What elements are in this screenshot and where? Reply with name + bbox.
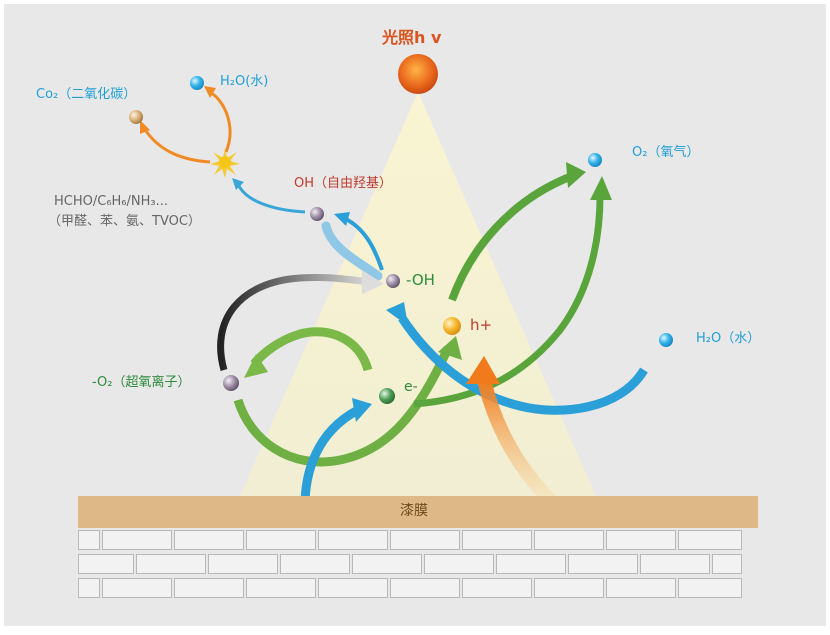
arrow-head bbox=[566, 162, 586, 188]
arrow-head bbox=[386, 302, 408, 326]
brick-row bbox=[78, 530, 758, 552]
light-cone bbox=[240, 92, 596, 496]
arrow-head bbox=[232, 178, 244, 190]
arrow-superoxide-to-oh bbox=[217, 273, 373, 371]
arrow-green-to-hplus bbox=[233, 346, 453, 467]
brick-row bbox=[78, 554, 758, 576]
arrow-head bbox=[334, 212, 350, 226]
arrow-head bbox=[466, 356, 500, 384]
superoxide-label: -O₂（超氧离子） bbox=[92, 375, 191, 390]
arrow-electron-to-o2 bbox=[413, 195, 604, 408]
oh-radical-dot bbox=[310, 207, 324, 221]
hole-label: h+ bbox=[470, 316, 493, 334]
arrow-head bbox=[438, 336, 462, 360]
sparkle-icon bbox=[210, 148, 240, 178]
oxygen-label: O₂（氧气） bbox=[632, 145, 700, 160]
hole-dot bbox=[443, 317, 461, 335]
oh-radical-label: OH（自由羟基） bbox=[294, 176, 393, 191]
h2o-top-label: H₂O(水) bbox=[220, 74, 269, 89]
paint-film bbox=[78, 496, 758, 528]
arrow-to-co2 bbox=[142, 127, 211, 164]
o2-dot bbox=[588, 153, 602, 167]
h2o-right-label: H₂O（水） bbox=[696, 331, 761, 346]
hydroxyl-label: -OH bbox=[406, 271, 435, 289]
hydroxyl-dot bbox=[386, 274, 400, 288]
superoxide-dot bbox=[223, 375, 239, 391]
arrow-electron-to-superoxide bbox=[250, 327, 373, 372]
sun-icon bbox=[398, 54, 438, 94]
electron-dot bbox=[379, 388, 395, 404]
arrow-film-to-hplus bbox=[477, 378, 557, 507]
light-source-label: 光照h v bbox=[382, 28, 442, 47]
h2o-top-dot bbox=[190, 76, 204, 90]
arrow-head bbox=[590, 176, 612, 200]
arrow-oh-to-radical-light bbox=[321, 221, 383, 281]
arrow-oh-to-radical bbox=[343, 216, 384, 271]
film-label: 漆膜 bbox=[400, 503, 428, 519]
arrow-head bbox=[352, 398, 372, 422]
electron-label: e- bbox=[404, 379, 418, 395]
brick-row bbox=[78, 578, 758, 600]
arrow-head bbox=[362, 270, 384, 294]
arrow-pollutant-in bbox=[236, 183, 306, 214]
arrow-head bbox=[244, 354, 268, 378]
arrow-to-h2o bbox=[209, 90, 232, 153]
pollutants-sub-label: （甲醛、苯、氨、TVOC） bbox=[48, 214, 201, 229]
pollutants-label: HCHO/C₆H₆/NH₃... bbox=[54, 194, 169, 209]
arrow-h2o-to-oh bbox=[398, 315, 648, 415]
arrow-head bbox=[204, 86, 216, 98]
arrow-head bbox=[140, 120, 150, 134]
arrow-hplus-to-o2 bbox=[448, 172, 574, 302]
co2-label: Co₂（二氧化碳） bbox=[36, 87, 137, 102]
co2-dot bbox=[129, 110, 143, 124]
h2o-right-dot bbox=[659, 333, 673, 347]
